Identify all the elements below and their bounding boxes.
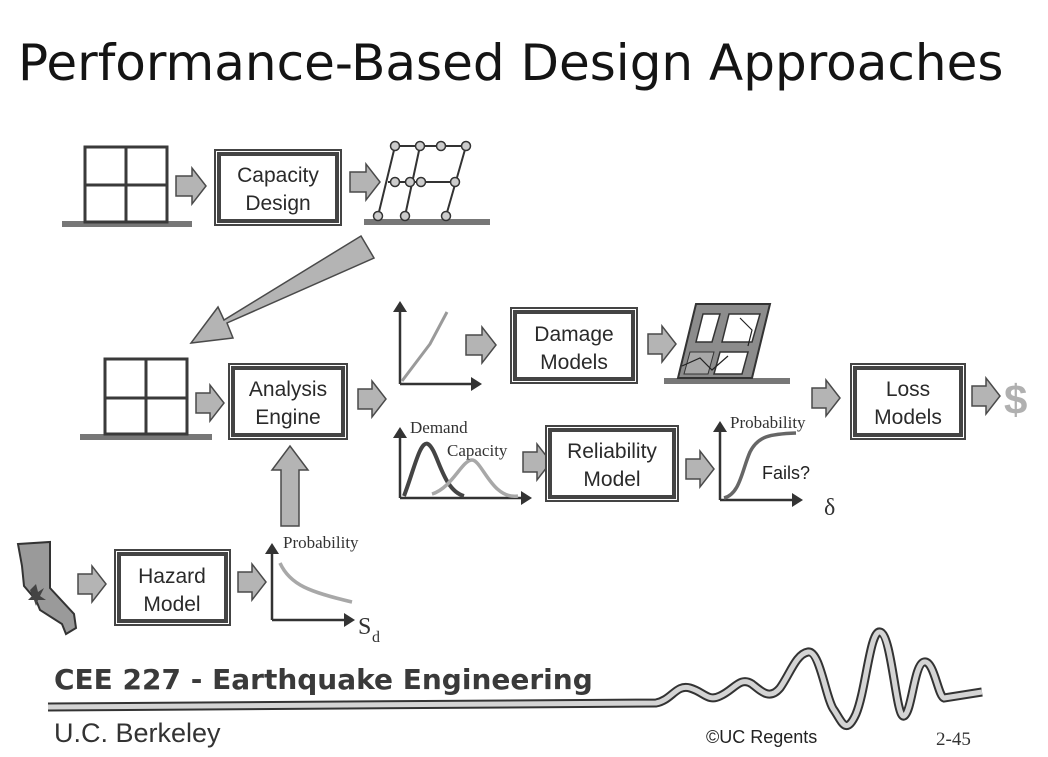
probability-label: Probability (283, 533, 359, 552)
fails-label: Fails? (762, 463, 810, 483)
california-map-icon (16, 540, 78, 636)
hazard-model-label-line1: Hazard (138, 565, 206, 588)
reliability-model-box: Reliability Model (545, 425, 679, 502)
flow-arrow (237, 561, 267, 603)
course-title: CEE 227 - Earthquake Engineering (54, 663, 593, 696)
page-number: 2-45 (936, 729, 971, 750)
plastic-hinge-mechanism-icon (364, 140, 490, 225)
capacity-design-box: Capacity Design (214, 149, 342, 226)
hazard-model-label-line2: Model (143, 593, 200, 616)
damaged-building-icon (664, 303, 790, 384)
university-label: U.C. Berkeley (54, 718, 221, 748)
reliability-model-label-line2: Model (583, 468, 640, 491)
flow-arrow (811, 377, 841, 419)
flow-arrow (685, 448, 715, 490)
seismic-wave-logo-icon (47, 627, 983, 731)
flow-arrow (522, 441, 552, 483)
feedback-arrow (189, 234, 376, 344)
sd-subscript: d (372, 629, 380, 646)
loss-models-label-line1: Loss (886, 378, 930, 401)
flow-arrow (349, 161, 381, 203)
hazard-model-box: Hazard Model (114, 549, 231, 626)
demand-label: Demand (410, 418, 468, 437)
sd-label: S (358, 614, 371, 640)
flow-arrow (971, 375, 1001, 417)
hazard-curve-plot: Probability S d (265, 533, 380, 646)
analysis-engine-label-line2: Engine (255, 406, 320, 429)
damage-models-label-line2: Models (540, 351, 608, 374)
building-frame-icon (62, 145, 192, 227)
reliability-model-label-line1: Reliability (567, 440, 657, 463)
building-frame-icon (80, 357, 212, 440)
flow-arrow (175, 165, 207, 207)
response-curve-plot (393, 301, 482, 391)
flow-arrow (357, 378, 387, 420)
flow-arrow (647, 323, 677, 365)
capacity-design-label-line1: Capacity (237, 164, 319, 187)
loss-models-box: Loss Models (850, 363, 966, 440)
flow-arrow (77, 563, 107, 605)
analysis-engine-box: Analysis Engine (228, 363, 348, 440)
copyright-label: ©UC Regents (706, 727, 817, 747)
page-title: Performance-Based Design Approaches (18, 34, 1003, 92)
delta-label: δ (824, 495, 835, 521)
capacity-label: Capacity (447, 441, 508, 460)
damage-models-label-line1: Damage (534, 323, 613, 346)
loss-models-label-line2: Models (874, 406, 942, 429)
analysis-engine-label-line1: Analysis (249, 378, 327, 401)
flow-arrow (195, 382, 225, 424)
damage-models-box: Damage Models (510, 307, 638, 384)
capacity-design-label-line2: Design (245, 192, 310, 215)
fragility-curve-plot: Probability Fails? δ (713, 413, 835, 521)
flow-arrow-up (270, 444, 310, 527)
dollar-icon: $ (1004, 376, 1027, 423)
demand-capacity-plot: Demand Capacity (393, 418, 532, 505)
probability-label: Probability (730, 413, 806, 432)
flow-arrow (465, 324, 497, 366)
